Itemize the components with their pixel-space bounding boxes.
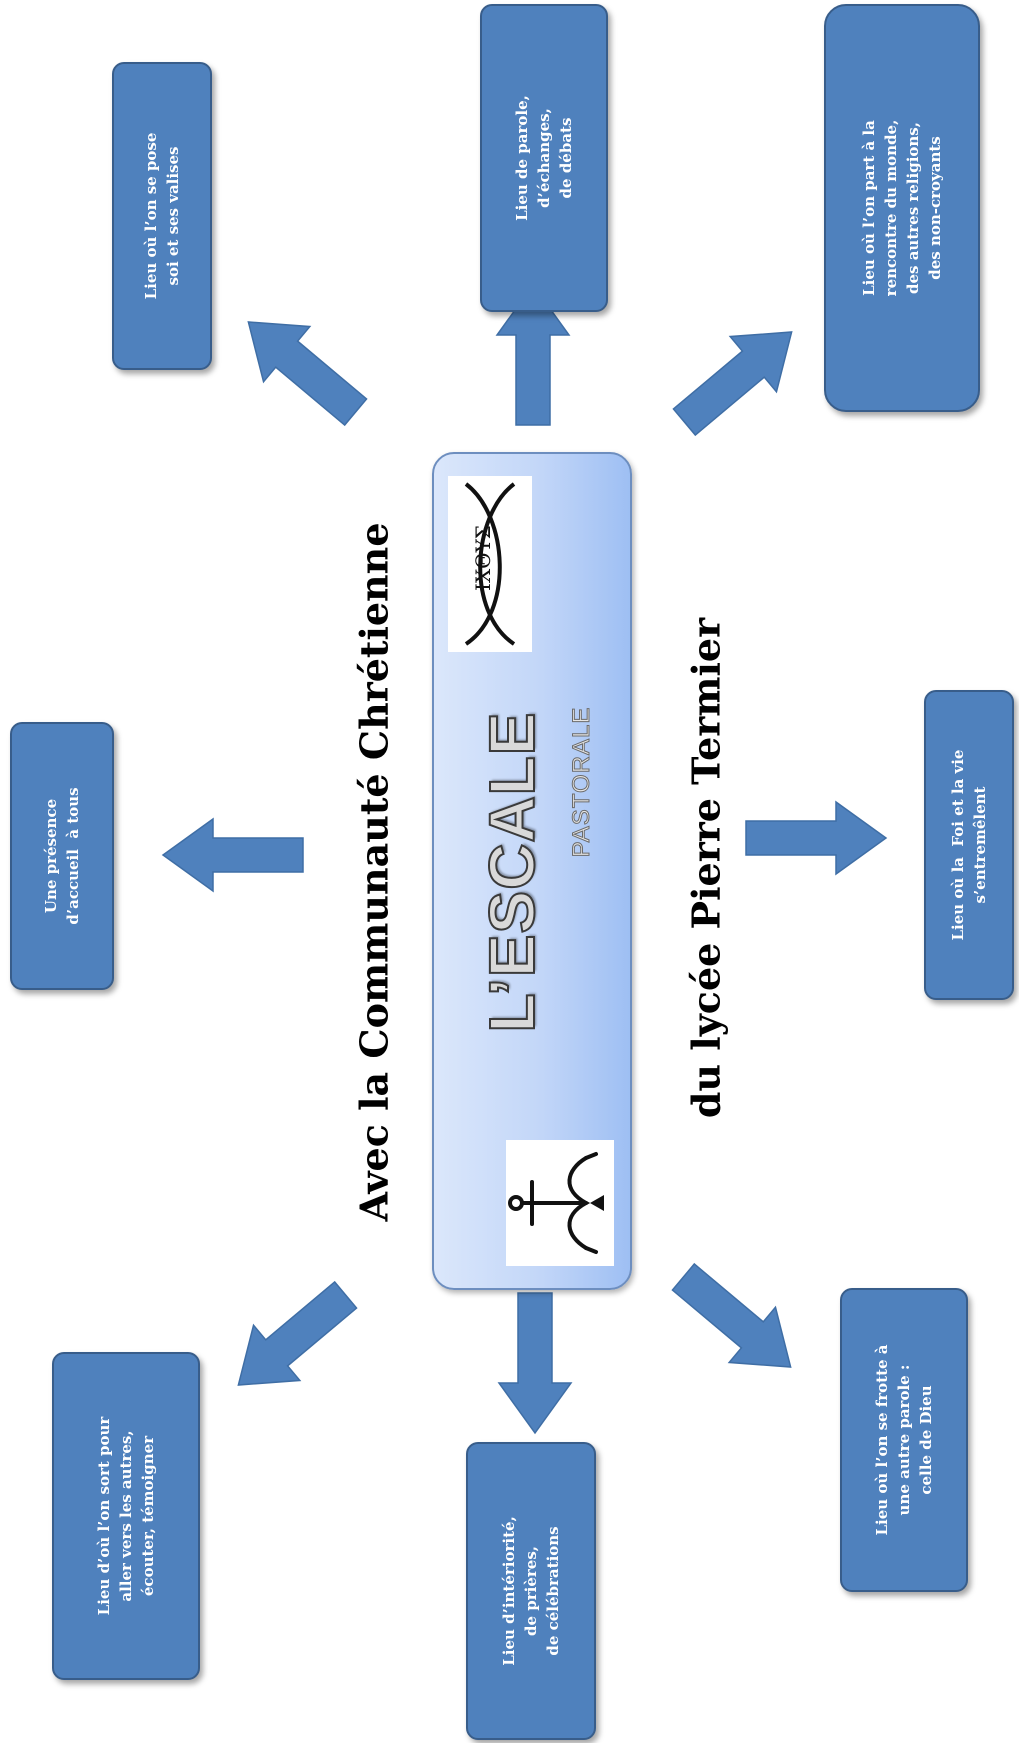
box-sortie: Lieu d’où l’on sort pour aller vers les … (52, 1352, 200, 1680)
box-rencontre: Lieu où l’on part à la rencontre du mond… (824, 4, 980, 412)
arrow-right (745, 801, 887, 875)
fish-emblem: ΙΧΘΥΣ (448, 476, 532, 652)
box-parole: Lieu de parole, d’échanges, de débats (480, 4, 608, 312)
arrow-down-right (659, 1248, 815, 1396)
anchor-emblem (506, 1140, 614, 1266)
box-parole-dieu: Lieu où l’on se frotte à une autre parol… (840, 1288, 968, 1592)
pastorale-subtitle: PASTORALE (568, 706, 596, 858)
box-interiorite: Lieu d’intériorité, de prières, de céléb… (466, 1442, 596, 1740)
arrow-up-right (660, 303, 816, 451)
heading-lycee: du lycée Pierre Termier (683, 617, 729, 1119)
box-foi-vie: Lieu où la Foi et la vie s’entremêlent (924, 690, 1014, 1000)
arrow-up-left (224, 293, 380, 441)
escale-title: L’ESCALE (475, 711, 549, 1034)
heading-communaute: Avec la Communauté Chrétienne (351, 522, 397, 1222)
arrow-left (162, 818, 304, 892)
center-escale-card: ΙΧΘΥΣ L’ESCALE PASTORALE (432, 452, 632, 1290)
fish-text: ΙΧΘΥΣ (471, 525, 495, 591)
arrow-down (498, 1292, 572, 1434)
box-se-pose: Lieu où l’on se pose soi et ses valises (112, 62, 212, 370)
ichthys-icon: ΙΧΘΥΣ (464, 482, 516, 646)
box-presence: Une présence d’accueil à tous (10, 722, 114, 990)
arrow-down-left (214, 1266, 370, 1414)
anchor-icon (508, 1152, 604, 1254)
